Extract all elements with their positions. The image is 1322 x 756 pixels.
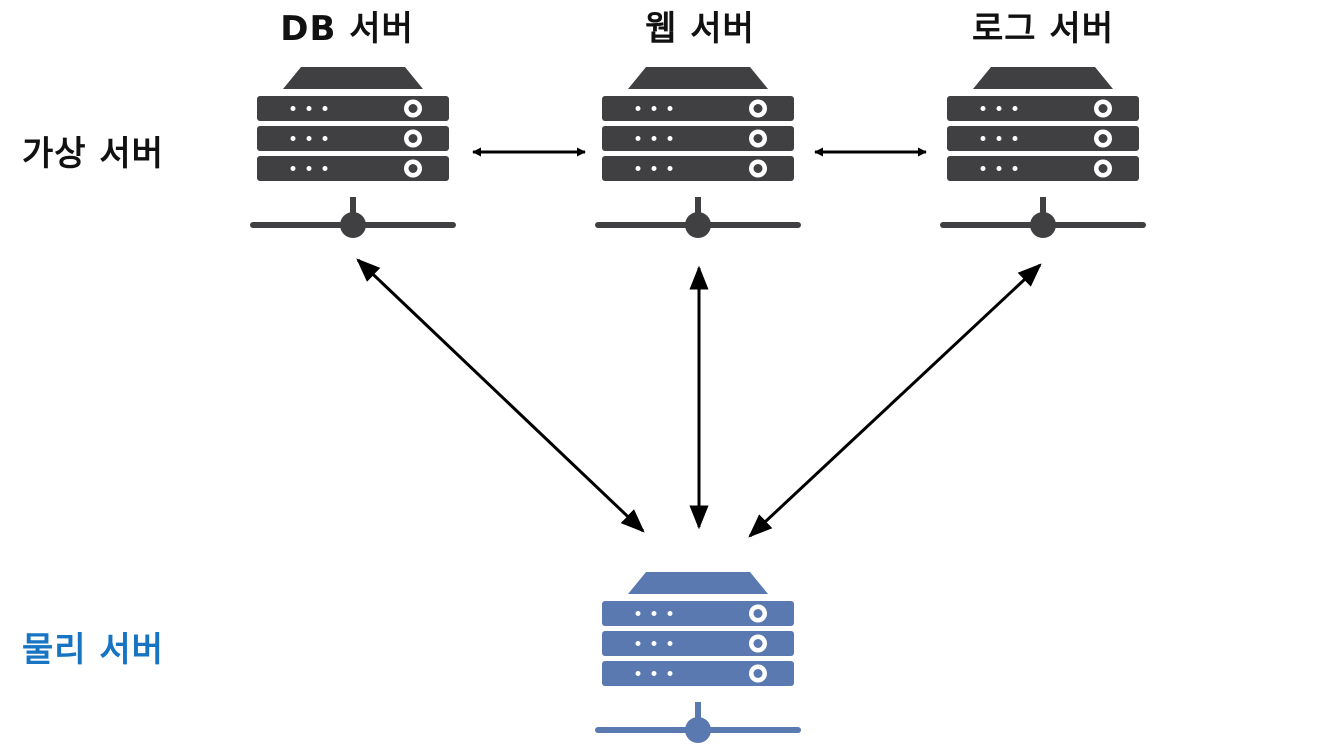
arrow-log-physical: [748, 263, 1042, 538]
log-server-label: 로그 서버: [972, 9, 1114, 49]
virtual-server-row-label: 가상 서버: [22, 134, 164, 174]
arrow-db-physical: [356, 258, 645, 533]
web-server-icon: [595, 67, 801, 238]
db-server-icon: [250, 67, 456, 238]
db-server-label: DB 서버: [280, 9, 414, 49]
web-server-label: 웹 서버: [645, 9, 755, 49]
physical-server-row-label: 물리 서버: [22, 630, 164, 670]
log-server-icon: [940, 67, 1146, 238]
physical-server-icon: [595, 572, 801, 743]
